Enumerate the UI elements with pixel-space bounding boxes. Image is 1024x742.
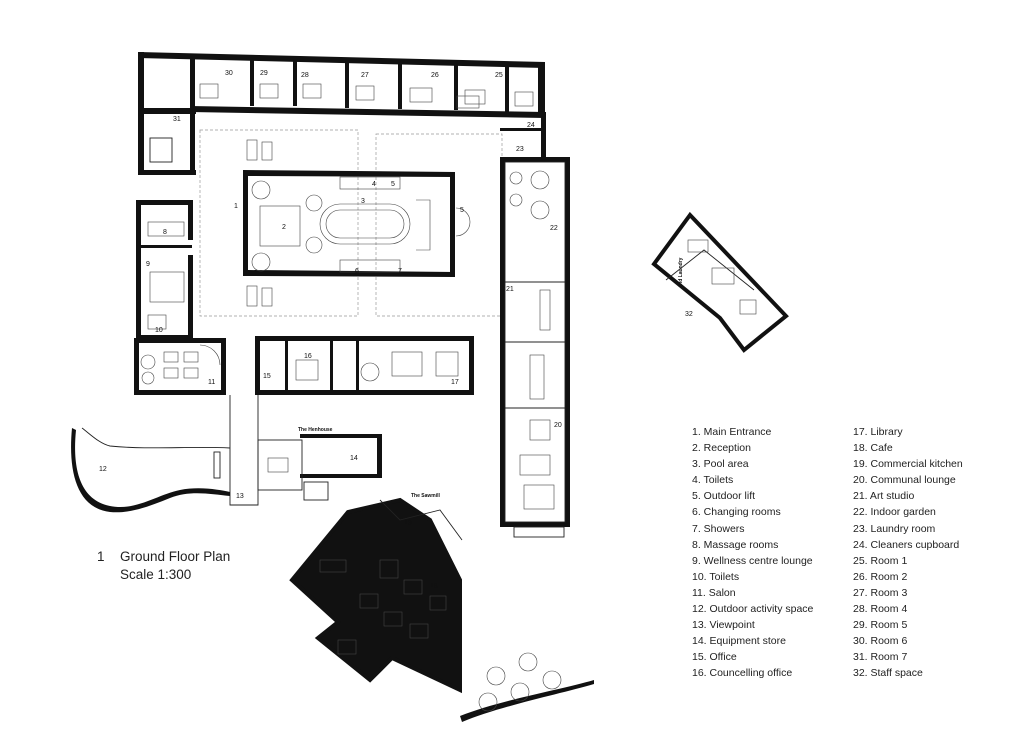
room-label-6: 6 [355, 268, 359, 275]
legend-item: 4. Toilets [692, 474, 734, 487]
legend-item: 17. Library [853, 426, 903, 438]
viewpoint-path [229, 395, 259, 506]
legend-item: 7. Showers [692, 522, 745, 535]
south-block [255, 336, 474, 395]
room-label-20: 20 [554, 422, 562, 429]
legend-item: 6. Changing rooms [692, 506, 781, 519]
room-label-13: 13 [236, 493, 244, 500]
legend-item: 15. Office [692, 651, 737, 664]
legend-right-column: 17. Library 18. Cafe 19. Commercial kitche… [853, 424, 963, 682]
room-label-11: 11 [208, 379, 215, 386]
room-label-3: 3 [361, 198, 365, 205]
room-label-30: 30 [225, 70, 233, 77]
outdoor-activity-space [71, 427, 231, 513]
room-label-23: 23 [516, 146, 524, 153]
west-wing [134, 108, 226, 395]
legend-item: 9. Wellness centre lounge [692, 554, 813, 567]
old-laundry [651, 211, 789, 353]
room-label-25: 25 [495, 72, 503, 79]
legend-item: 8. Massage rooms [692, 538, 779, 551]
room-label-18: 18 [430, 583, 438, 590]
room-label-12: 12 [99, 466, 107, 473]
room-label-32: 32 [685, 311, 693, 318]
room-label-24: 24 [527, 122, 535, 129]
room-label-5a: 5 [391, 181, 395, 188]
plan-title: 1 Ground Floor Plan Scale 1:300 [97, 548, 230, 584]
room-label-2: 2 [282, 224, 286, 231]
legend-item: 12. Outdoor activity space [692, 603, 814, 616]
henhouse-label: The Henhouse [298, 427, 333, 433]
plan-scale: Scale 1:300 [120, 567, 192, 582]
room-label-10: 10 [155, 327, 163, 334]
legend-item: 21. Art studio [853, 490, 915, 503]
room-label-26: 26 [431, 72, 439, 79]
legend-item: 23. Laundry room [853, 522, 936, 535]
legend-item: 16. Councelling office [692, 667, 793, 680]
room-label-7: 7 [398, 268, 402, 275]
plan-title-text: Ground Floor Plan [120, 549, 231, 564]
legend-item: 19. Commercial kitchen [853, 458, 963, 471]
legend-item: 20. Communal lounge [853, 474, 956, 487]
room-label-19: 19 [404, 520, 412, 527]
legend-item: 29. Room 5 [853, 619, 908, 632]
pool-building [199, 129, 503, 317]
legend-item: 13. Viewpoint [692, 619, 755, 632]
sawmill-label: The Sawmill [411, 493, 441, 499]
room-label-22: 22 [550, 225, 558, 232]
legend-item: 27. Room 3 [853, 586, 908, 599]
legend-item: 18. Cafe [853, 442, 893, 455]
legend-item: 26. Room 2 [853, 570, 908, 583]
room-label-31: 31 [173, 116, 181, 123]
legend-item: 5. Outdoor lift [692, 490, 756, 503]
room-label-15: 15 [263, 373, 271, 380]
old-laundry-label: Old Laundry [678, 257, 684, 287]
room-label-27: 27 [361, 72, 369, 79]
north-wing [138, 52, 545, 118]
legend-item: 24. Cleaners cupboard [853, 538, 960, 551]
legend-item: 1. Main Entrance [692, 426, 772, 438]
east-wing [500, 112, 570, 538]
room-label-9: 9 [146, 261, 150, 268]
legend-item: 22. Indoor garden [853, 506, 936, 519]
plan-number: 1 [97, 549, 105, 564]
legend-left-column: 1. Main Entrance 2. Reception 3. Pool area… [692, 424, 813, 682]
legend-item: 30. Room 6 [853, 635, 908, 648]
room-label-8: 8 [163, 229, 167, 236]
room-label-16: 16 [304, 353, 312, 360]
room-label-21: 21 [506, 286, 514, 293]
legend-item: 28. Room 4 [853, 603, 908, 616]
legend-item: 25. Room 1 [853, 554, 908, 567]
room-labels: 1 2 3 4 5 5 6 7 8 9 10 11 12 13 14 15 16… [99, 70, 693, 590]
legend-item: 2. Reception [692, 442, 751, 455]
room-label-14: 14 [350, 455, 358, 462]
room-label-1: 1 [234, 203, 238, 210]
room-label-5b: 5 [460, 207, 464, 214]
room-label-28: 28 [301, 72, 309, 79]
sawmill [289, 497, 594, 722]
legend-item: 11. Salon [692, 586, 736, 599]
legend-item: 32. Staff space [853, 667, 923, 680]
henhouse [257, 434, 382, 501]
room-label-4: 4 [372, 181, 376, 188]
room-label-29: 29 [260, 70, 268, 77]
legend-item: 3. Pool area [692, 458, 749, 471]
room-label-17: 17 [451, 379, 459, 386]
legend-item: 14. Equipment store [692, 635, 786, 648]
legend-item: 31. Room 7 [853, 651, 908, 664]
legend-item: 10. Toilets [692, 570, 740, 583]
